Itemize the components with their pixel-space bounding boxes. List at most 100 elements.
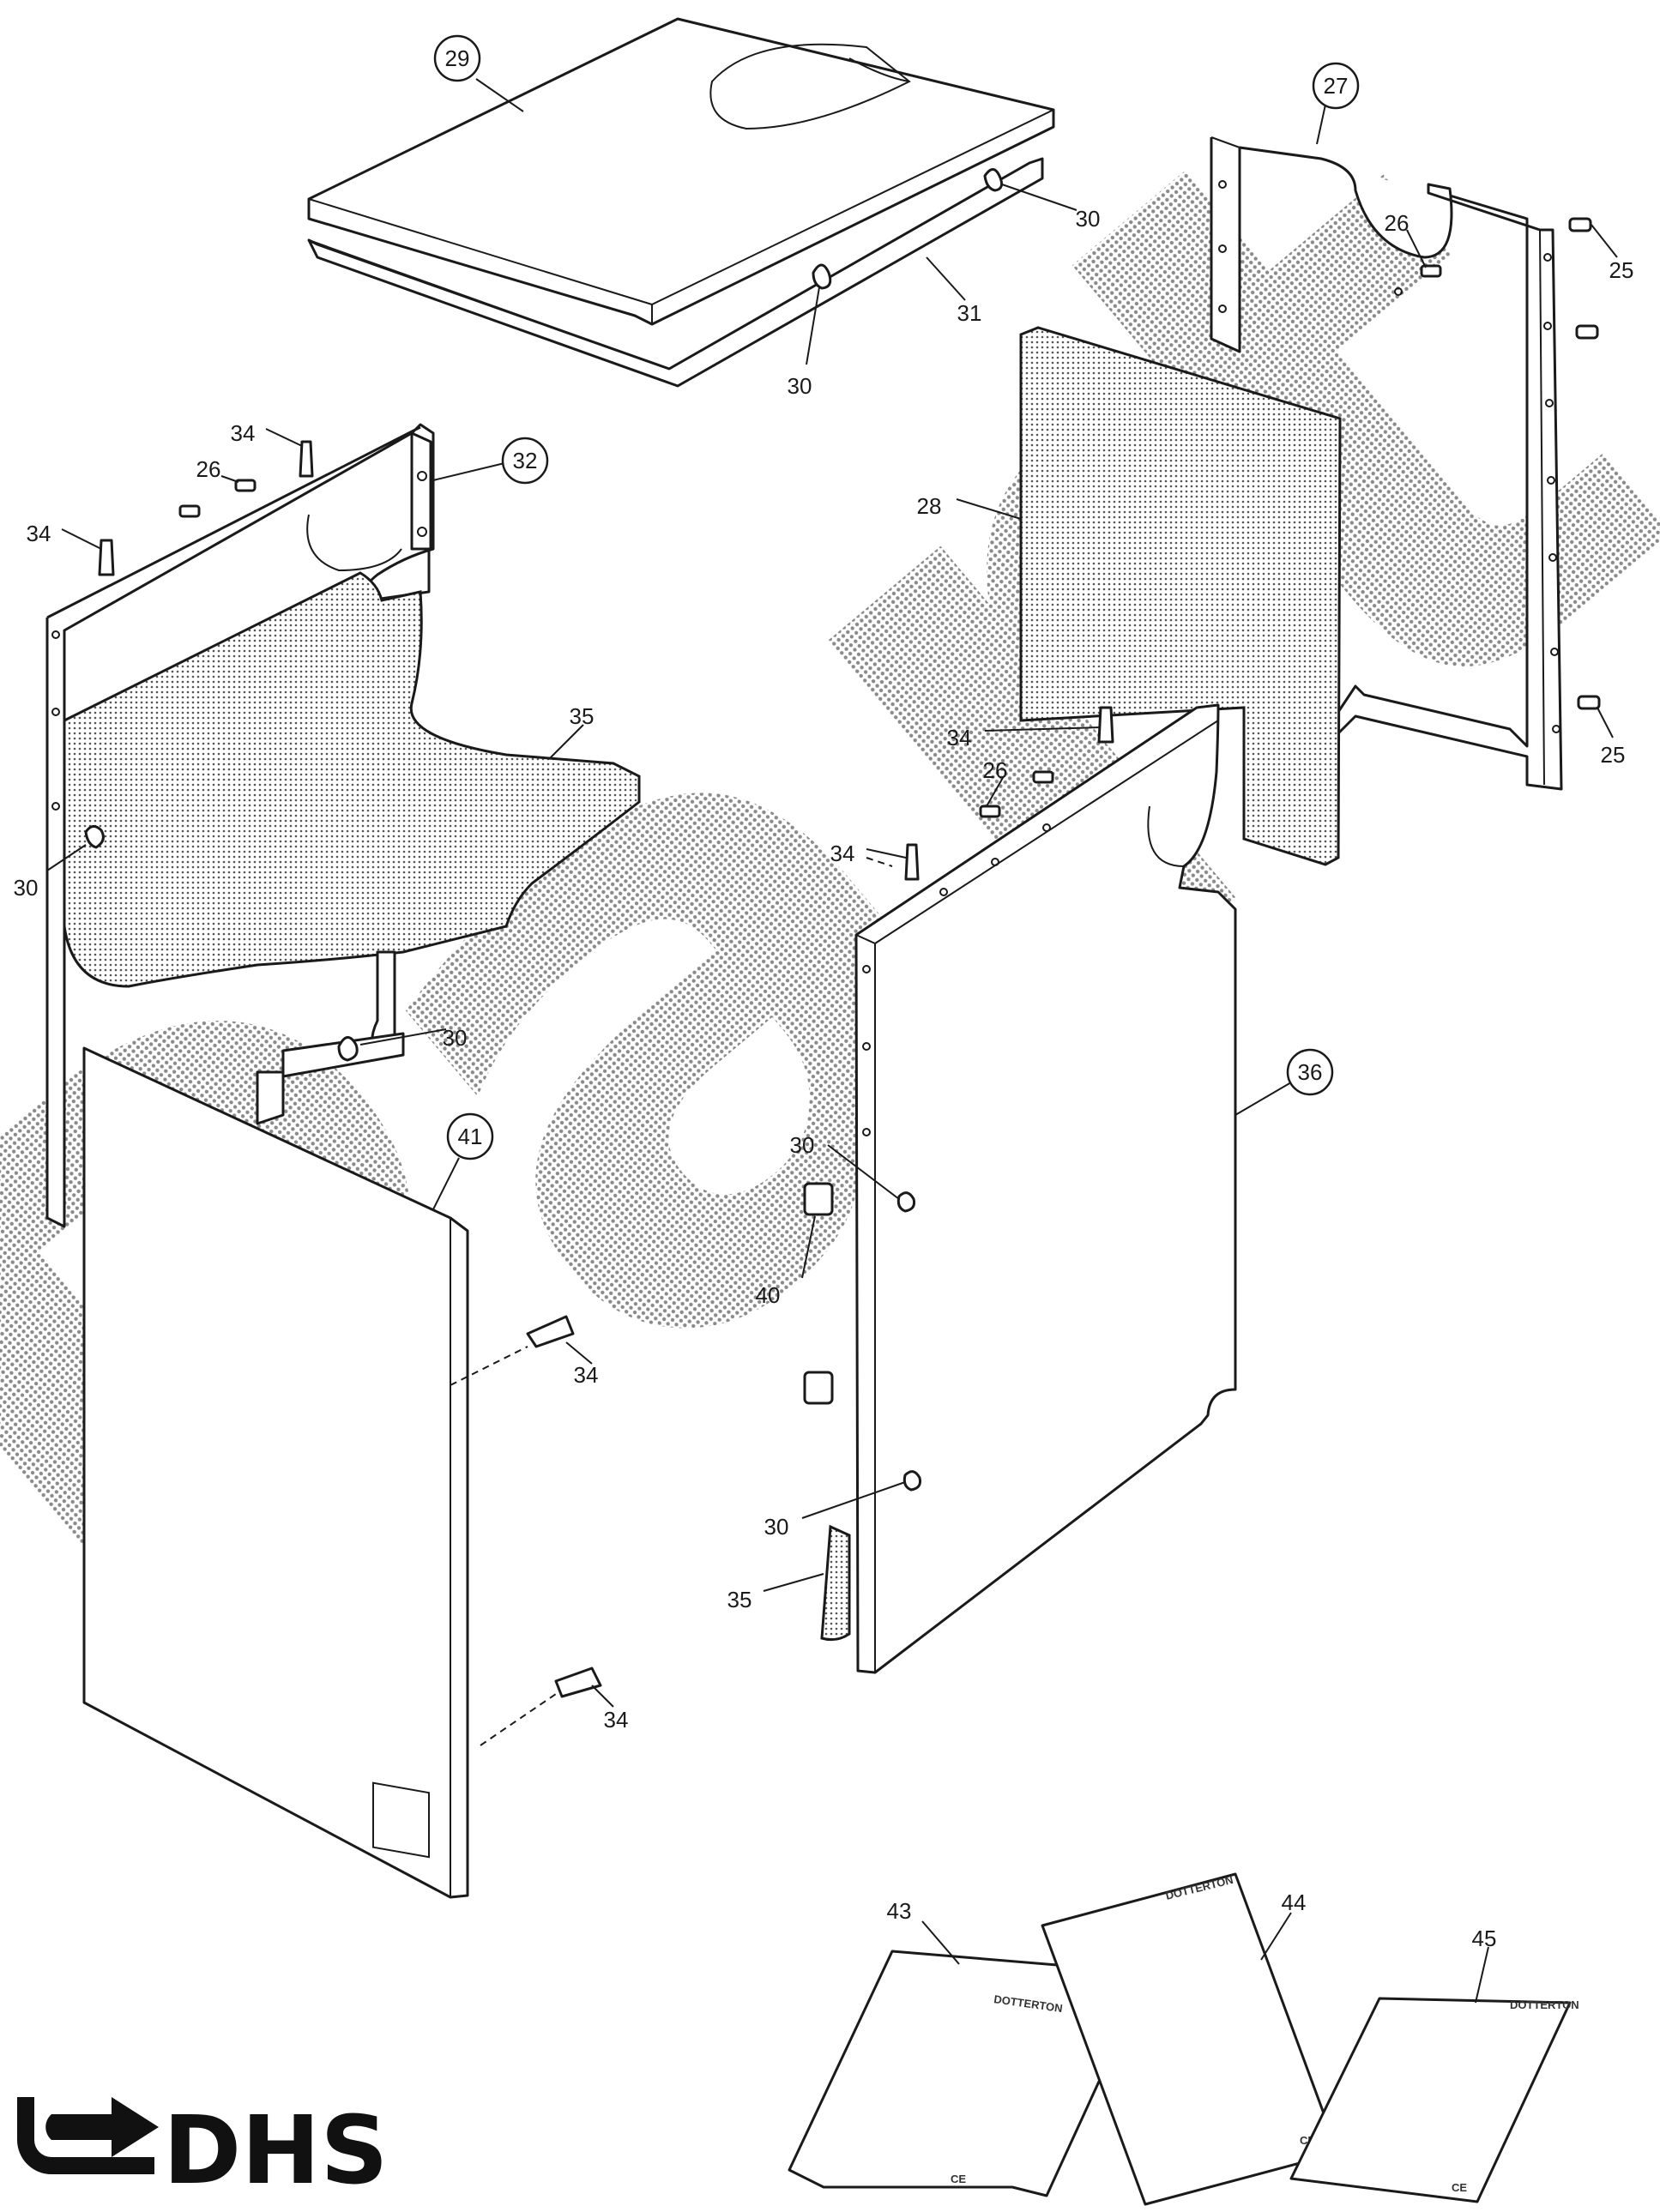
pin-34-left-b	[98, 539, 115, 576]
callout-c-34a: 34	[231, 420, 303, 447]
document-45-brand: DOTTERTON	[1510, 1998, 1579, 2011]
callout-c-34f: 34	[591, 1685, 629, 1733]
callout-c-41: 41	[432, 1112, 494, 1210]
callout-label: 35	[570, 703, 595, 729]
screw-26-left-b	[178, 504, 201, 518]
callout-c-34d: 34	[830, 841, 907, 866]
pin-34-left-a	[299, 440, 314, 478]
callout-circle	[501, 437, 549, 485]
callout-label: 25	[1609, 257, 1634, 283]
clip-30-right-lower	[902, 1470, 921, 1492]
part-41-front-door	[82, 1046, 469, 1899]
callout-circle	[433, 34, 481, 82]
liner-35-right	[820, 1524, 851, 1642]
callout-leader	[1597, 707, 1614, 738]
callout-leader	[265, 428, 303, 447]
callout-label: 34	[574, 1362, 599, 1388]
callout-leader	[46, 844, 87, 871]
part-29-top-panel	[307, 17, 1055, 326]
callout-c-26b: 26	[196, 456, 239, 483]
callout-label: 29	[445, 45, 470, 71]
callout-c-30e: 30	[790, 1132, 900, 1200]
callout-label: 34	[830, 841, 855, 866]
screw-26-left-a	[234, 479, 257, 492]
callout-circle	[1286, 1048, 1334, 1096]
callout-c-30f: 30	[764, 1481, 906, 1540]
callout-circle	[446, 1112, 494, 1160]
callout-leader	[921, 1920, 960, 1965]
callout-c-29: 29	[433, 34, 524, 112]
callout-leader	[986, 775, 1005, 807]
callout-label: 34	[604, 1707, 629, 1733]
callout-leader	[763, 1573, 824, 1592]
callout-c-26a: 26	[1385, 210, 1427, 268]
callout-leader	[926, 256, 966, 301]
callout-c-40: 40	[756, 1215, 816, 1308]
callout-c-43: 43	[887, 1898, 960, 1965]
callout-leader	[1316, 104, 1326, 145]
callout-leader	[359, 1028, 447, 1046]
callout-c-36: 36	[1234, 1048, 1334, 1116]
callout-label: 32	[513, 448, 538, 473]
callout-c-31: 31	[926, 256, 982, 326]
document-43-manual: DOTTERTON CE	[788, 1950, 1143, 2197]
callout-label: 30	[1076, 206, 1101, 232]
clip-40-lower	[803, 1371, 834, 1405]
part-32-left-frame	[45, 423, 435, 1228]
callout-leader	[1234, 1082, 1292, 1116]
callout-leader	[1260, 1912, 1292, 1961]
part-31-lower-tray	[307, 157, 1044, 388]
callout-leader	[548, 724, 584, 760]
callout-leader	[1001, 184, 1077, 211]
callout-c-35a: 35	[548, 703, 595, 760]
callout-leader	[806, 286, 820, 365]
callout-c-28: 28	[917, 493, 1022, 520]
callout-label: 36	[1298, 1059, 1323, 1085]
callout-leader	[61, 528, 102, 550]
callout-label: 44	[1282, 1890, 1307, 1915]
callout-leader	[432, 1157, 460, 1210]
callout-c-34e: 34	[565, 1341, 599, 1388]
callout-leader	[475, 78, 524, 112]
callout-leader	[801, 1215, 816, 1279]
part-28-insulation-board	[1019, 326, 1342, 866]
clip-40-upper	[803, 1182, 834, 1216]
callout-leader	[801, 1481, 906, 1519]
callout-label: 28	[917, 493, 942, 519]
callout-c-26c: 26	[983, 757, 1007, 807]
callout-leader	[432, 462, 505, 481]
callout-label: 26	[1385, 210, 1409, 236]
screw-26-right-b	[979, 805, 1001, 818]
clip-30-top-middle	[812, 263, 832, 290]
screw-25-middle	[1575, 324, 1599, 340]
screw-25-upper	[1568, 217, 1592, 232]
callout-label: 27	[1324, 73, 1349, 99]
document-45-instructions: DOTTERTON CE	[1289, 1997, 1579, 2203]
callout-c-25a: 25	[1591, 224, 1634, 283]
callout-leader	[220, 475, 239, 483]
callout-leader	[591, 1685, 614, 1708]
callout-label: 30	[788, 373, 812, 399]
clip-30-left	[84, 825, 105, 849]
fixing-lines	[450, 857, 893, 1746]
callout-label: 31	[957, 300, 982, 326]
callout-c-30a: 30	[1001, 184, 1101, 232]
callout-c-32: 32	[432, 437, 549, 485]
callout-label: 35	[727, 1587, 752, 1612]
pin-34-door-lower	[554, 1667, 602, 1698]
liner-35-left	[63, 571, 641, 988]
dhs-logo-text: DHS	[163, 2095, 389, 2205]
callout-c-35b: 35	[727, 1573, 824, 1612]
callout-label: 34	[27, 521, 51, 546]
document-44-wiring-sheet: DOTTERTON CE	[1041, 1872, 1340, 2206]
callout-c-34b: 34	[27, 521, 102, 550]
callout-label: 30	[790, 1132, 815, 1158]
callout-label: 43	[887, 1898, 912, 1924]
part-36-right-side-panel	[854, 703, 1237, 1674]
callout-label: 30	[14, 875, 39, 901]
callout-leader	[956, 498, 1022, 520]
callout-c-44: 44	[1260, 1890, 1307, 1961]
pin-34-door-upper	[526, 1315, 575, 1348]
